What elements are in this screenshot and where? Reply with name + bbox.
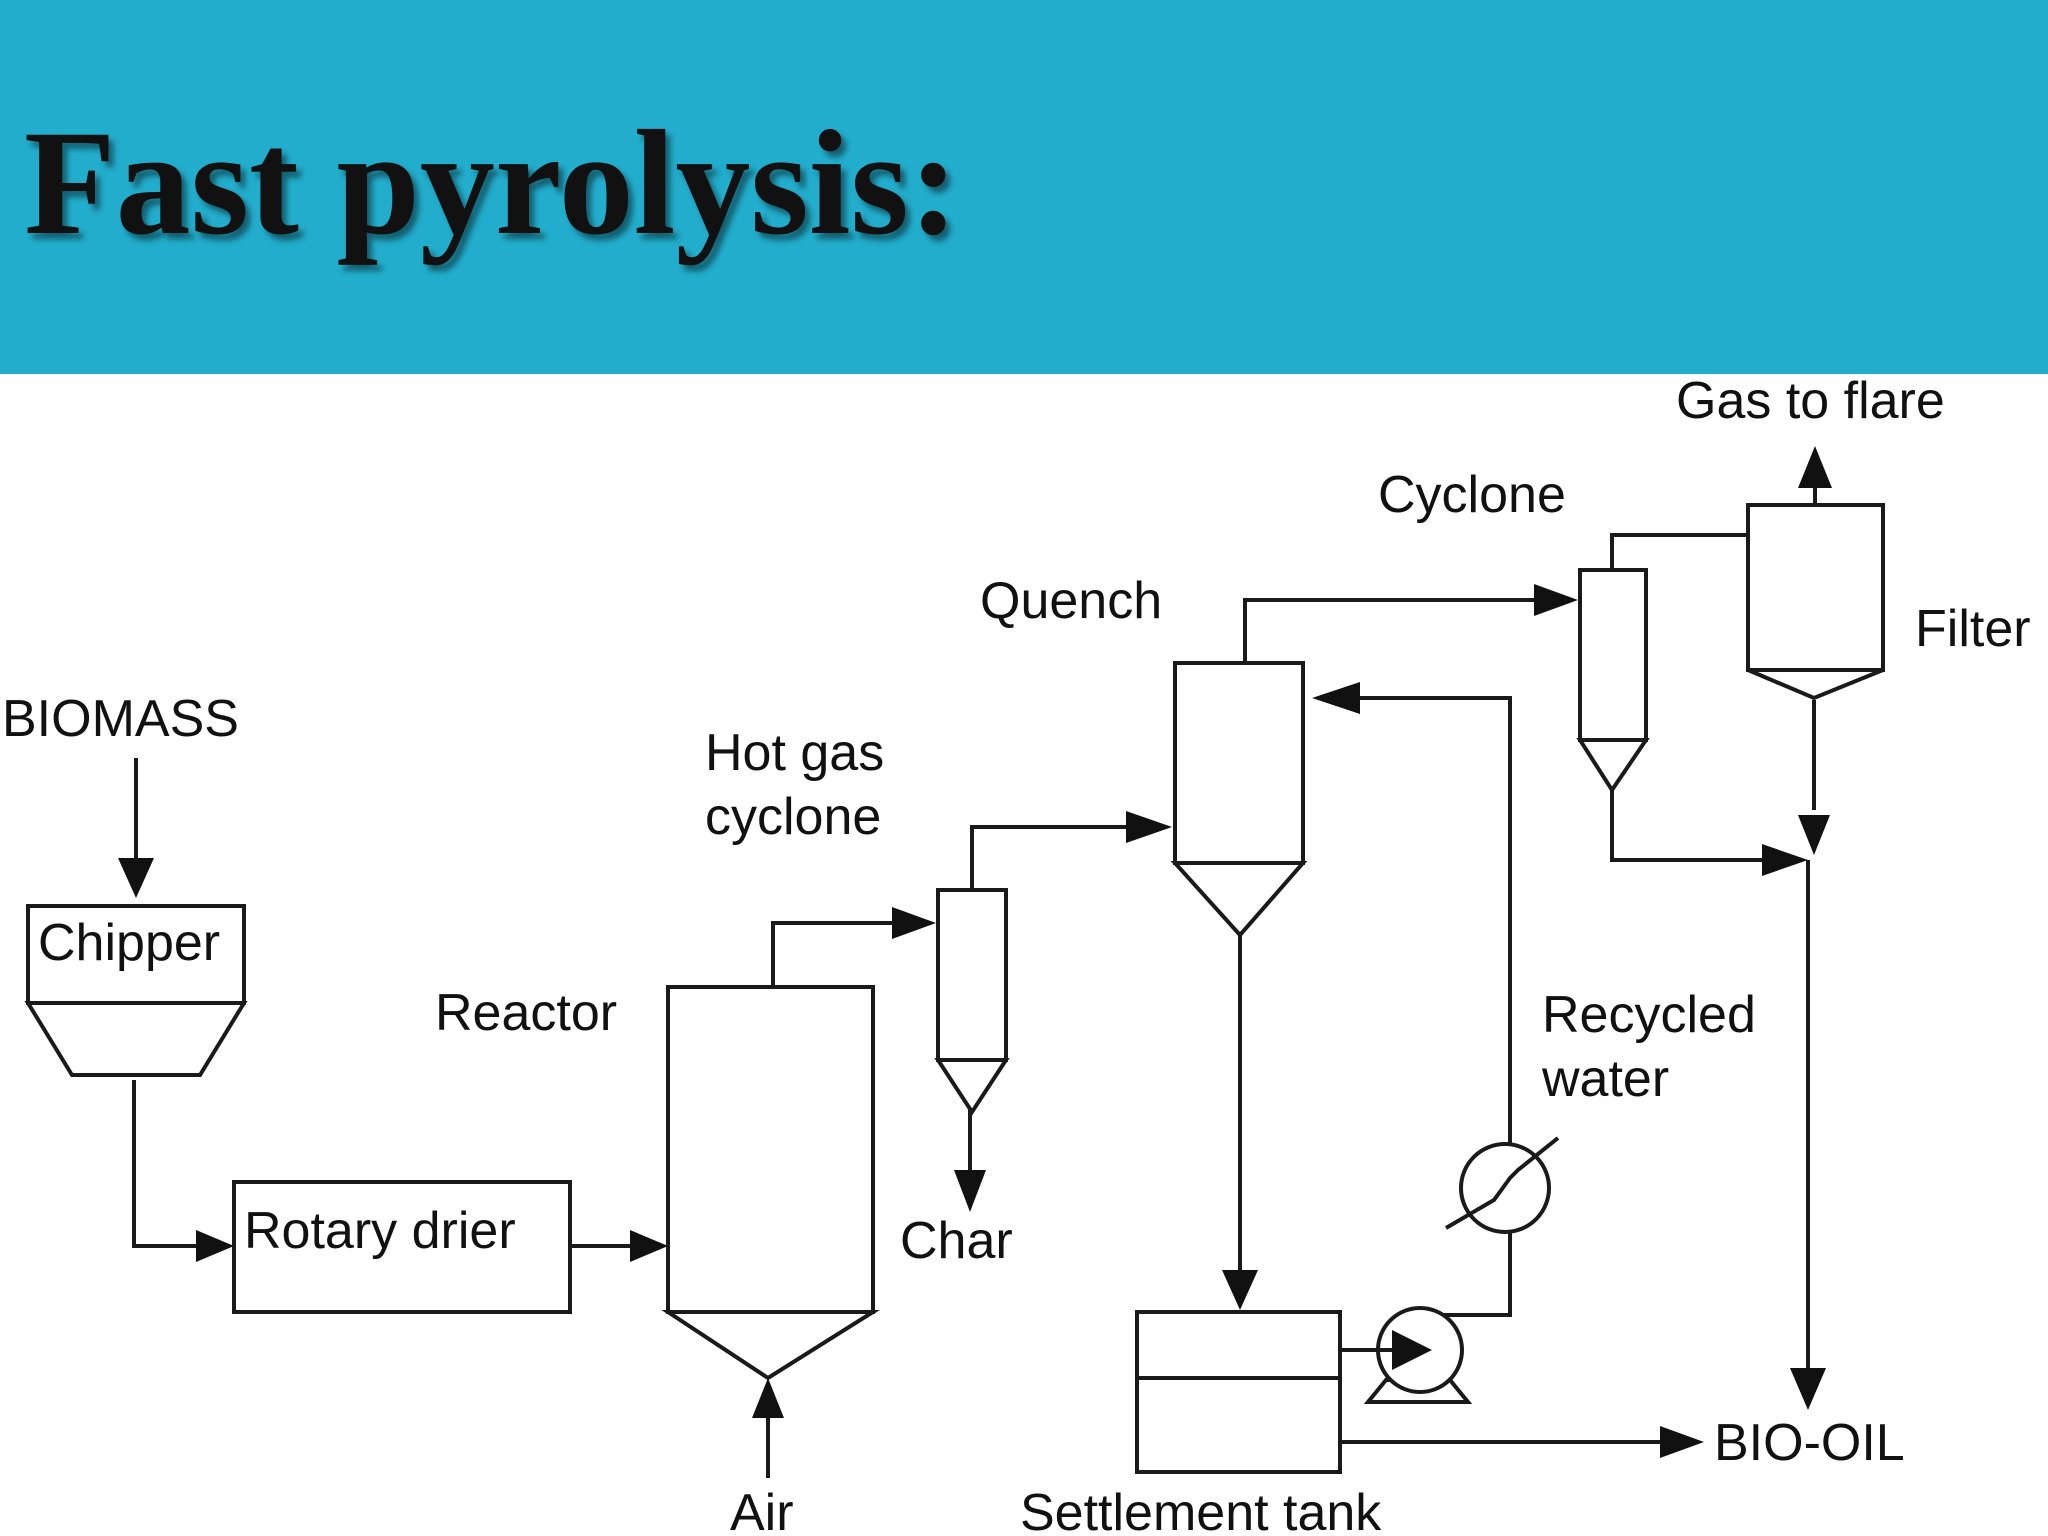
reactor-vessel [661,985,880,1381]
reactor-label: Reactor [435,984,617,1042]
quench-vessel [1170,661,1308,939]
gas-to-flare-label: Gas to flare [1676,372,1945,430]
hot-gas-cyclone-unit [934,888,1010,1116]
arrow-into-reactor [630,1230,668,1262]
air-label: Air [730,1484,794,1536]
flow-lines [132,475,1817,1478]
recycled-water-label-line1: Recycled [1542,986,1756,1044]
arrow-cyclone-underflow [1762,844,1808,876]
bio-oil-label: BIO-OIL [1714,1414,1905,1472]
rotary-drier-box [232,1180,572,1314]
arrow-into-rotary-drier [196,1230,234,1262]
biomass-label: BIOMASS [2,690,239,748]
arrow-to-settlement-tank [1222,1270,1258,1310]
filter-unit [1746,503,1885,701]
flow-arrowheads [118,446,1832,1458]
recycled-water-label-line2: water [1541,1050,1669,1108]
title-bar [0,0,2048,374]
arrow-filter-outlet [1798,815,1830,855]
arrow-to-bio-oil [1660,1426,1704,1458]
hot-gas-cyclone-label-line1: Hot gas [705,724,884,782]
rotary-drier-label: Rotary drier [244,1202,516,1260]
slide-title: Fast pyrolysis: [24,100,959,266]
cyclone-label: Cyclone [1378,466,1566,524]
settlement-tank-unit [1135,1310,1342,1474]
char-label: Char [900,1212,1013,1270]
arrow-into-cyclone [1534,584,1578,616]
heat-exchanger-icon [1444,1136,1560,1234]
quench-label: Quench [980,572,1162,630]
chipper-unit [24,904,248,1077]
cyclone-unit [1576,568,1650,794]
arrow-to-char [954,1170,986,1212]
arrow-to-bio-oil-down [1790,1368,1826,1410]
pump-icon [1340,1306,1473,1404]
chipper-label: Chipper [38,914,220,972]
filter-label: Filter [1915,600,2031,658]
arrow-air-into-reactor [752,1378,784,1418]
arrow-into-hot-gas-cyclone [892,907,936,939]
arrow-to-flare [1798,446,1832,488]
arrow-recycled-water-into-quench [1312,682,1360,714]
hot-gas-cyclone-label-line2: cyclone [705,788,881,846]
arrow-into-chipper [118,858,154,898]
arrow-into-quench [1126,811,1172,843]
settlement-tank-label: Settlement tank [1020,1484,1382,1536]
